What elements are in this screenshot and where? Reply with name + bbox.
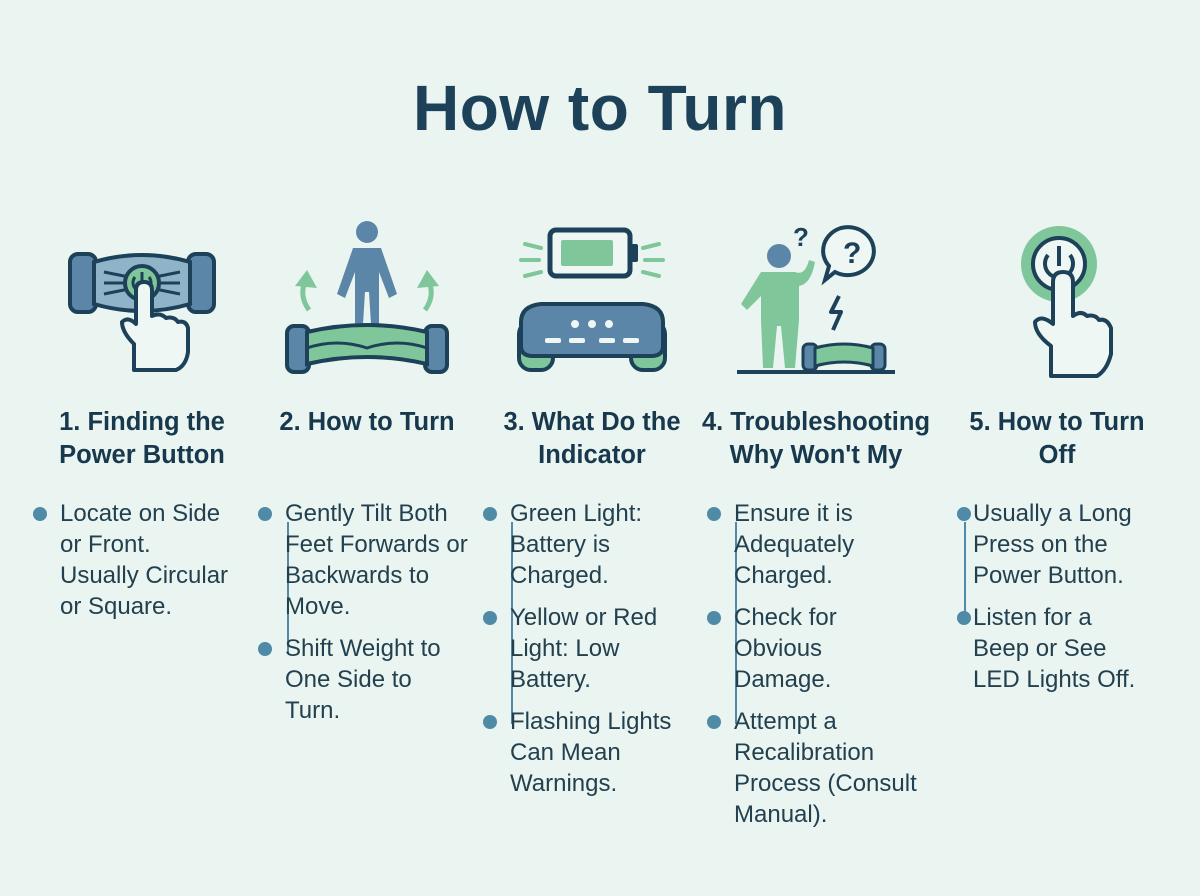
bullet-connector-line [511, 522, 513, 724]
step-heading: 1. Finding the Power Button [59, 408, 225, 469]
list-item: Flashing Lights Can Mean Warnings. [480, 706, 704, 799]
step-heading: 4. Troubleshooting Why Won't My [701, 408, 931, 469]
troubleshooting-person-icon: ? ? [704, 220, 928, 386]
list-item: Yellow or Red Light: Low Battery. [480, 602, 704, 695]
battery-indicator-icon [480, 220, 704, 386]
power-button-hoverboard-icon [30, 220, 254, 386]
list-item: Listen for a Beep or See LED Lights Off. [933, 602, 1157, 695]
step-heading: 2. How to Turn [279, 408, 455, 436]
svg-text:?: ? [793, 222, 809, 252]
bullet-dot-icon [483, 507, 497, 521]
bullet-dot-icon [957, 507, 971, 521]
list-item: Shift Weight to One Side to Turn. [255, 633, 479, 726]
bullet-list: Locate on Side or Front. Usually Circula… [30, 498, 254, 633]
bullet-dot-icon [483, 715, 497, 729]
list-item: Ensure it is Adequately Charged. [704, 498, 928, 591]
bullet-dot-icon [707, 507, 721, 521]
bullet-connector-line [964, 522, 966, 622]
bullet-list: Gently Tilt Both Feet Forwards or Backwa… [255, 498, 479, 737]
bullet-dot-icon [258, 642, 272, 656]
step-heading: 5. How to Turn Off [969, 408, 1145, 469]
bullet-list: Ensure it is Adequately Charged. Check f… [704, 498, 928, 841]
page-title: How to Turn [413, 72, 787, 144]
power-press-hand-icon [945, 220, 1169, 386]
list-item: Attempt a Recalibration Process (Consult… [704, 706, 928, 830]
bullet-connector-line [735, 522, 737, 724]
step-heading: 3. What Do the Indicator [503, 408, 681, 469]
bullet-dot-icon [707, 611, 721, 625]
bullet-list: Green Light: Battery is Charged. Yellow … [480, 498, 704, 810]
bullet-dot-icon [483, 611, 497, 625]
list-item: Locate on Side or Front. Usually Circula… [30, 498, 254, 622]
bullet-dot-icon [707, 715, 721, 729]
list-item: Gently Tilt Both Feet Forwards or Backwa… [255, 498, 479, 622]
bullet-connector-line [287, 522, 289, 654]
bullet-dot-icon [957, 611, 971, 625]
rider-tilting-icon [255, 220, 479, 386]
bullet-dot-icon [33, 507, 47, 521]
list-item: Check for Obvious Damage. [704, 602, 928, 695]
list-item: Usually a Long Press on the Power Button… [933, 498, 1157, 591]
bullet-list: Usually a Long Press on the Power Button… [933, 498, 1157, 706]
bullet-dot-icon [258, 507, 272, 521]
svg-text:?: ? [843, 237, 861, 270]
list-item: Green Light: Battery is Charged. [480, 498, 704, 591]
